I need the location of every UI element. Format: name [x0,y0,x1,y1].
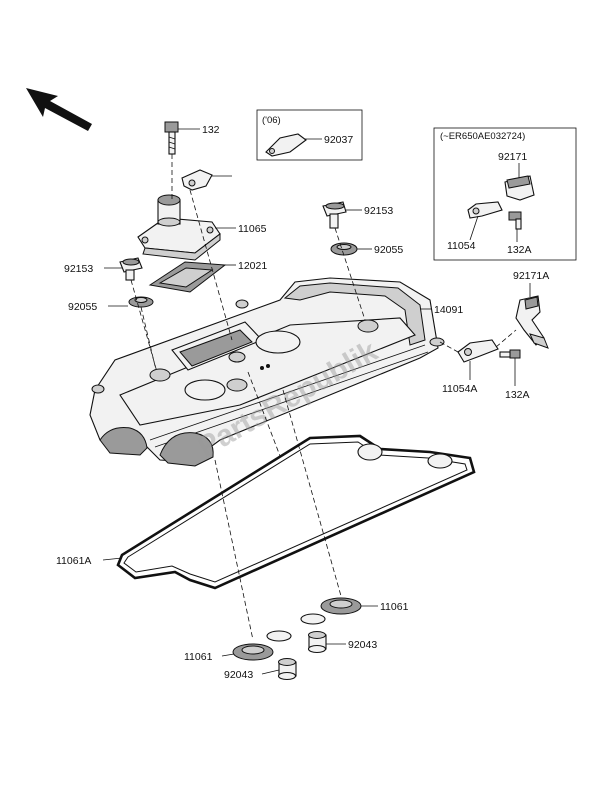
clamp-bracket [181,169,213,191]
head-cover-gasket [116,434,476,590]
label-92153-left: 92153 [64,263,93,275]
label-11061-right: 11061 [380,601,409,613]
label-132A-box: 132A [507,244,532,256]
part-labels: 132 11065 12021 92153 92055 92153 92055 … [56,124,549,681]
collar-92043-left [277,658,297,681]
label-14091: 14091 [434,304,463,316]
label-92043-left: 92043 [224,669,253,681]
inset-box-er650: (~ER650AE032724) 92171 11054 132A [433,127,577,261]
bolt-132A-bottom [499,349,521,359]
label-11054: 11054 [447,240,476,252]
label-132A-bottom: 132A [505,389,530,401]
washer-92055-right [330,242,358,256]
inset-er650-title: (~ER650AE032724) [440,131,525,142]
collar-92043-right [307,631,327,654]
breather-cover [137,194,221,261]
label-92171: 92171 [498,151,527,163]
label-92153-right: 92153 [364,205,393,217]
washer-92055-left [128,296,154,308]
assembly-lines [130,154,517,641]
label-12021: 12021 [238,260,267,272]
label-11054A: 11054A [442,383,477,395]
label-92037: 92037 [324,134,353,146]
bolt-92153-left [119,257,143,281]
label-92171A: 92171A [513,270,549,282]
front-arrow-icon [26,88,92,131]
label-11065: 11065 [238,223,267,235]
label-92043-right: 92043 [348,639,377,651]
bolt-132 [164,121,179,155]
plug-gasket-right [300,597,362,625]
plug-gasket-left [232,630,292,661]
label-11061-left: 11061 [184,651,213,663]
bolt-92153-right [322,201,347,229]
cylinder-head-cover [89,277,445,467]
inset-box-06: ('06) 92037 [256,109,363,161]
label-132: 132 [202,124,220,136]
clamp-92171A [515,295,549,349]
label-92055-left: 92055 [68,301,97,313]
label-92055-right: 92055 [374,244,403,256]
leader-lines [102,128,531,675]
inset-06-title: ('06) [262,115,281,126]
label-11061A: 11061A [56,555,91,567]
breather-gasket [148,261,227,293]
bracket-11054A [457,339,499,363]
